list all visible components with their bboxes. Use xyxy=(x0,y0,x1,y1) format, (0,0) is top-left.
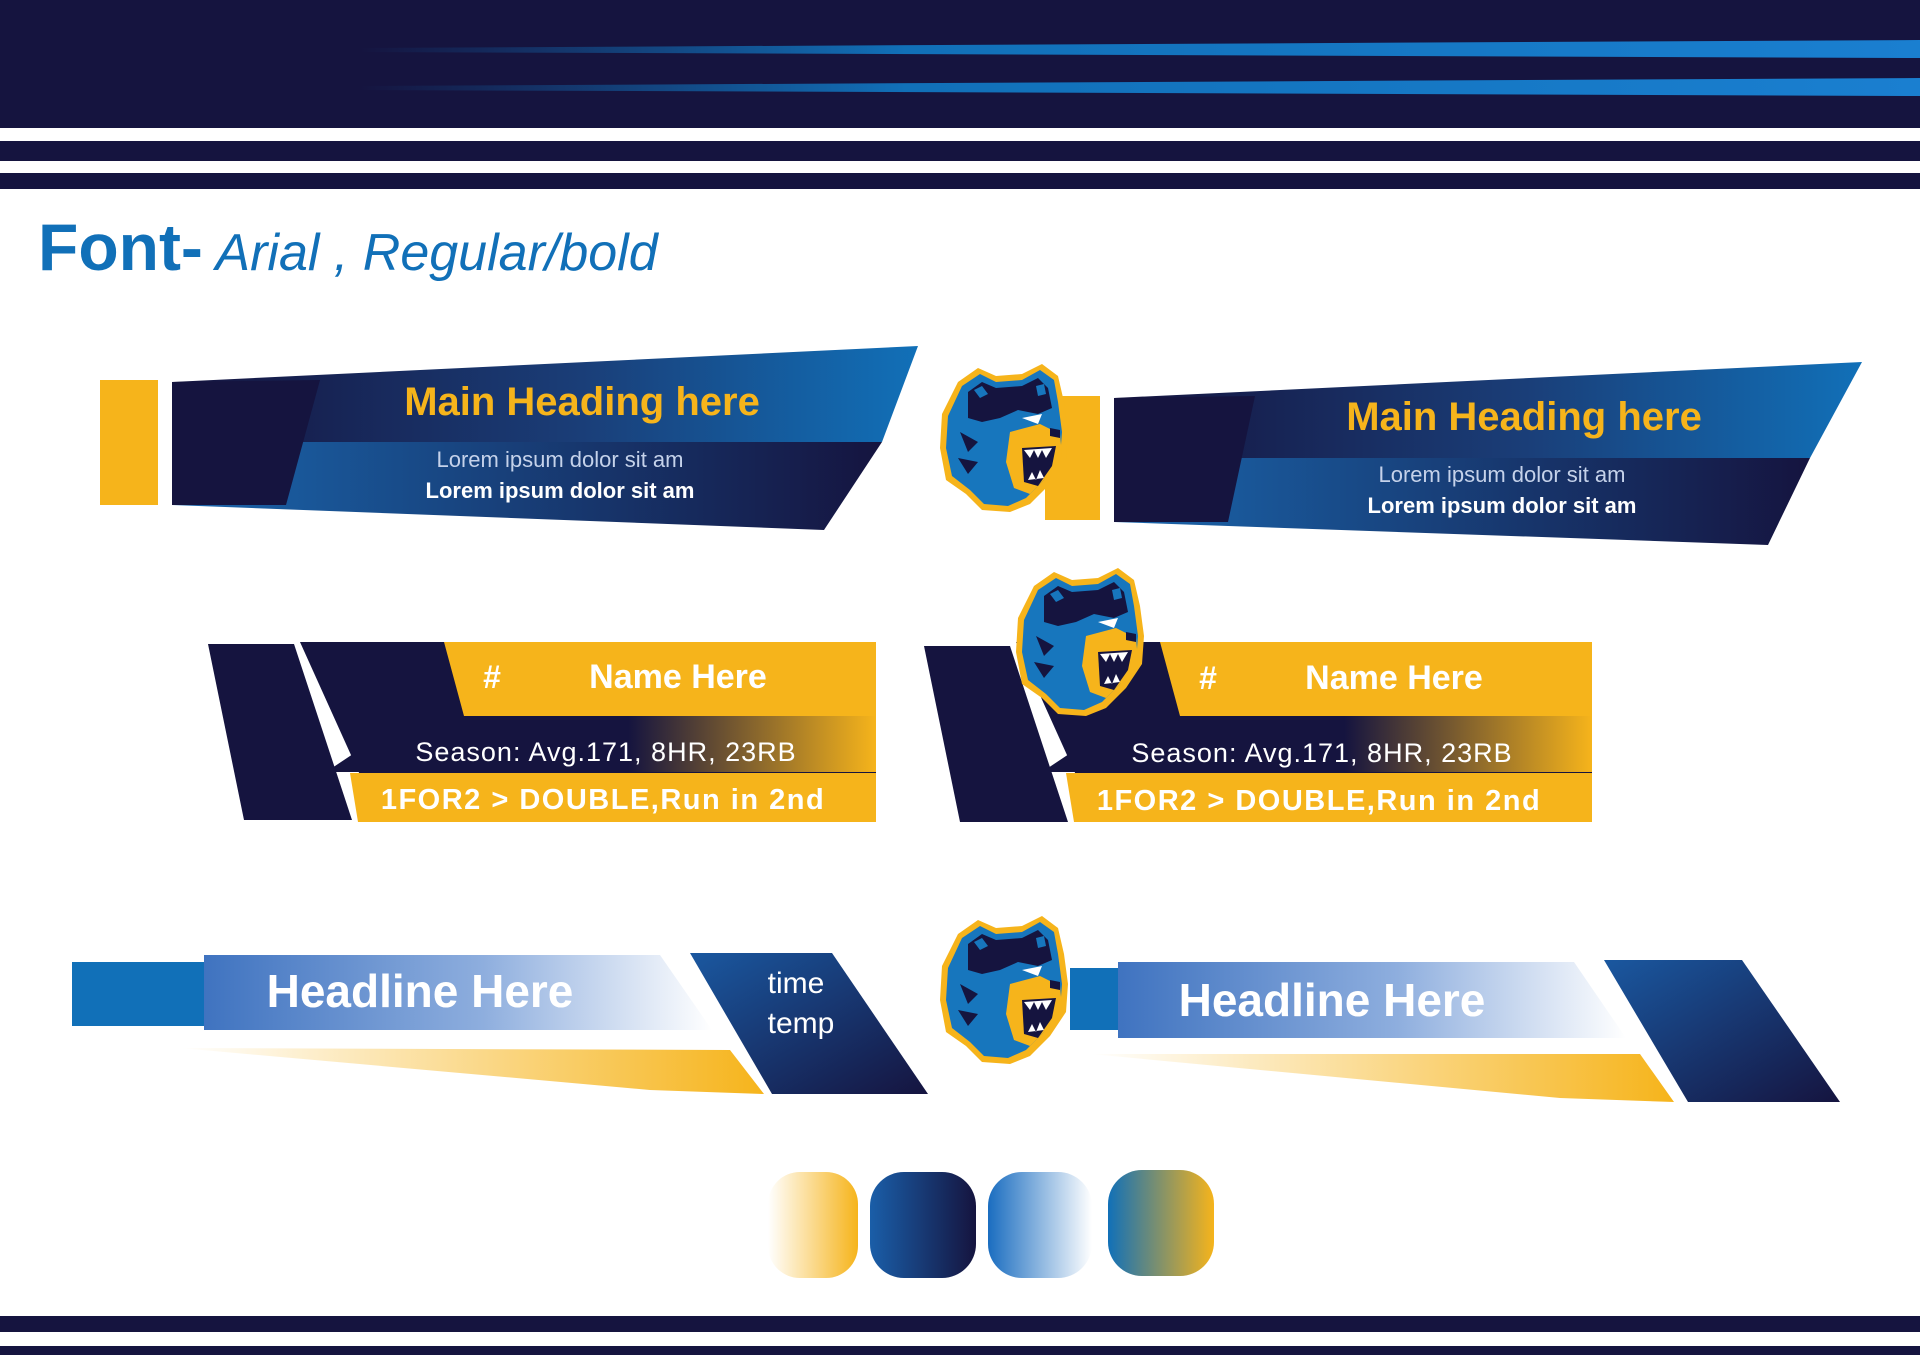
player-card-1: # Name Here Season: Avg.171, 8HR, 23RB 1… xyxy=(208,642,876,822)
font-spec-title: Font- Arial , Regular/bold xyxy=(38,210,660,284)
season-stats: Season: Avg.171, 8HR, 23RB xyxy=(1131,738,1512,768)
swatch-gold-fade xyxy=(768,1172,858,1278)
game-result: 1FOR2 > DOUBLE,Run in 2nd xyxy=(1097,785,1541,817)
player-number: # xyxy=(1199,660,1217,696)
player-card-2: # Name Here Season: Avg.171, 8HR, 23RB 1… xyxy=(924,568,1592,822)
lower-third-2: Main Heading here Lorem ipsum dolor sit … xyxy=(940,362,1862,545)
header-stripe xyxy=(360,40,1920,58)
time-temp-panel xyxy=(690,953,928,1094)
blue-block xyxy=(1070,968,1118,1030)
headline-bar-2: Headline Here xyxy=(940,916,1840,1102)
gold-accent-bar xyxy=(100,380,158,505)
gold-swoosh xyxy=(1090,1054,1674,1102)
heading-panel xyxy=(172,346,918,442)
headline-panel xyxy=(1118,962,1626,1038)
swatch-navy-blue xyxy=(870,1172,976,1278)
name-panel xyxy=(444,642,876,716)
header-rule xyxy=(0,141,1920,161)
slant-bar xyxy=(208,644,352,820)
player-number: # xyxy=(483,659,501,695)
headline-bar-1: Headline Here time temp xyxy=(72,953,928,1094)
main-heading: Main Heading here xyxy=(1346,395,1702,439)
subtext-panel xyxy=(172,442,882,530)
angled-panel xyxy=(1604,960,1840,1102)
heading-panel xyxy=(1114,362,1862,458)
player-name: Name Here xyxy=(1305,659,1483,697)
header-band xyxy=(0,0,1920,189)
footer-band xyxy=(0,1316,1920,1355)
subtext-line-1: Lorem ipsum dolor sit am xyxy=(1379,462,1626,487)
time-label: time xyxy=(768,967,825,1000)
season-panel xyxy=(326,716,876,772)
subtext-line-1: Lorem ipsum dolor sit am xyxy=(437,447,684,472)
game-result: 1FOR2 > DOUBLE,Run in 2nd xyxy=(381,784,825,816)
slant-bar xyxy=(924,646,1068,822)
player-name: Name Here xyxy=(589,658,767,696)
headline-text: Headline Here xyxy=(1179,974,1486,1026)
subtext-panel xyxy=(1114,458,1810,545)
season-panel xyxy=(1042,716,1592,772)
blue-block xyxy=(72,962,204,1026)
season-stats: Season: Avg.171, 8HR, 23RB xyxy=(415,737,796,767)
result-panel xyxy=(1066,773,1592,822)
swatch-blue-white xyxy=(988,1172,1092,1278)
gold-swoosh xyxy=(180,1048,764,1094)
lower-third-1: Main Heading here Lorem ipsum dolor sit … xyxy=(100,346,918,530)
swatch-blue-gold xyxy=(1108,1170,1214,1276)
subtext-line-2: Lorem ipsum dolor sit am xyxy=(426,478,695,503)
header-rule xyxy=(0,173,1920,189)
header-stripe xyxy=(360,78,1920,96)
headline-panel xyxy=(204,955,712,1030)
temp-label: temp xyxy=(768,1007,835,1040)
headline-text: Headline Here xyxy=(267,965,574,1017)
result-panel xyxy=(350,773,876,822)
name-panel xyxy=(1160,642,1592,716)
subtext-line-2: Lorem ipsum dolor sit am xyxy=(1368,493,1637,518)
color-swatches xyxy=(768,1170,1214,1278)
bear-head-icon xyxy=(940,916,1068,1064)
main-heading: Main Heading here xyxy=(404,380,760,424)
